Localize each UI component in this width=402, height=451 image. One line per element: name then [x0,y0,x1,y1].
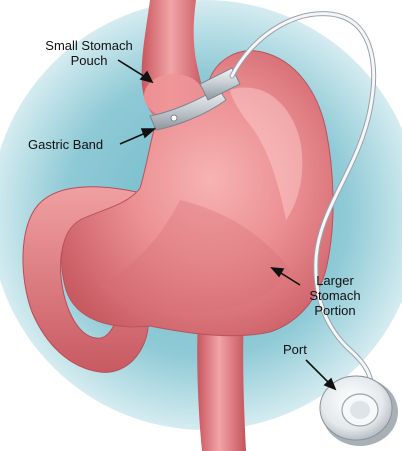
larger-stomach-portion-label-line3: Portion [304,303,366,318]
gastric-band-marker [171,115,177,121]
gastric-band-label: Gastric Band [28,137,103,152]
larger-stomach-portion-label-line2: Stomach [304,288,366,303]
port-label: Port [283,342,307,357]
lower-tube [197,318,246,451]
small-stomach-pouch-label: Small Stomach Pouch [30,38,148,68]
larger-stomach-portion-label-line1: Larger [304,273,366,288]
small-stomach-pouch-label-line2: Pouch [30,53,148,68]
larger-stomach-portion-label: Larger Stomach Portion [304,273,366,318]
small-stomach-pouch-label-line1: Small Stomach [30,38,148,53]
